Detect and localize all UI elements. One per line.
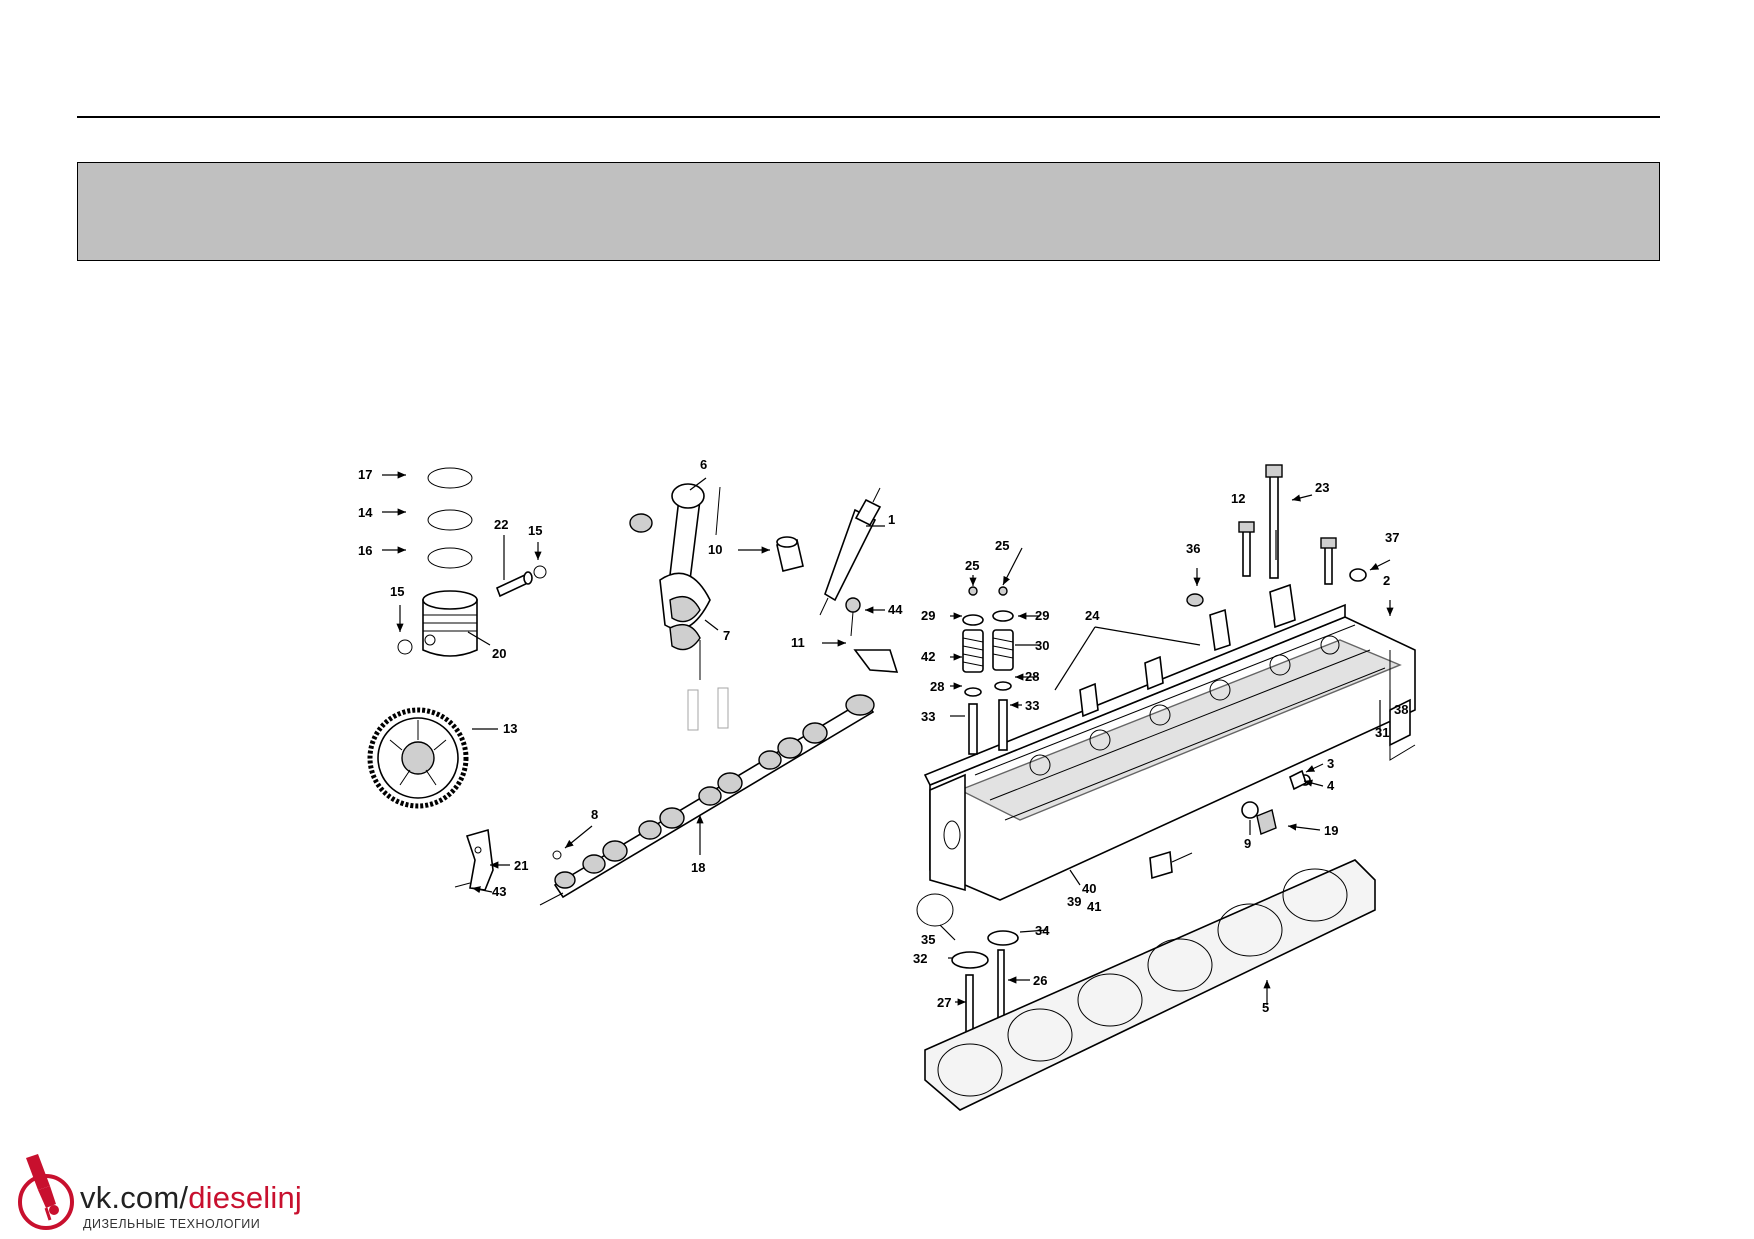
callout-25b: 25	[995, 538, 1009, 553]
callout-21: 21	[514, 858, 528, 873]
callout-31: 31	[1375, 725, 1389, 740]
head-gasket	[924, 859, 1376, 1111]
injector-nozzle	[819, 487, 882, 616]
woodruff-key	[552, 850, 562, 860]
callout-35: 35	[921, 932, 935, 947]
valve-springs	[962, 586, 1014, 755]
callout-25a: 25	[965, 558, 979, 573]
expansion-plug	[1349, 568, 1367, 582]
callout-8: 8	[591, 807, 598, 822]
callout-33b: 33	[1025, 698, 1039, 713]
callout-1: 1	[888, 512, 895, 527]
callout-28a: 28	[930, 679, 944, 694]
injector-logo-icon	[18, 1154, 74, 1230]
site-tagline: ДИЗЕЛЬНЫЕ ТЕХНОЛОГИИ	[83, 1217, 261, 1231]
callout-7: 7	[723, 628, 730, 643]
callout-24: 24	[1085, 608, 1100, 623]
callout-13: 13	[503, 721, 517, 736]
callout-4: 4	[1327, 778, 1335, 793]
callout-42: 42	[921, 649, 935, 664]
sensor-fitting	[1149, 850, 1193, 880]
piston	[422, 590, 478, 657]
banjo-fitting	[1256, 809, 1277, 835]
thrust-plate-bolt	[454, 882, 471, 888]
plug-bolt	[1289, 769, 1307, 791]
callout-37: 37	[1385, 530, 1399, 545]
callout-29a: 29	[921, 608, 935, 623]
callout-36: 36	[1186, 541, 1200, 556]
callout-17: 17	[358, 467, 372, 482]
piston-pin	[495, 571, 533, 598]
callout-10: 10	[708, 542, 722, 557]
callout-44: 44	[888, 602, 903, 617]
callout-23: 23	[1315, 480, 1329, 495]
thrust-plate	[465, 828, 494, 891]
callout-19: 19	[1324, 823, 1338, 838]
callout-9: 9	[1244, 836, 1251, 851]
callout-6: 6	[700, 457, 707, 472]
callout-5: 5	[1262, 1000, 1269, 1015]
callout-26: 26	[1033, 973, 1047, 988]
oil-seal	[1186, 593, 1204, 607]
callout-27: 27	[937, 995, 951, 1010]
callout-15a: 15	[528, 523, 542, 538]
site-url[interactable]: vk.com/dieselinj	[80, 1180, 302, 1216]
callout-18: 18	[691, 860, 705, 875]
snap-ring-left	[397, 639, 413, 655]
callout-33a: 33	[921, 709, 935, 724]
camshaft-gear	[367, 707, 469, 809]
callout-41: 41	[1087, 899, 1101, 914]
head-bolts	[1238, 464, 1337, 585]
callout-22: 22	[494, 517, 508, 532]
tappet-guides-faded	[687, 687, 729, 731]
leader-lines	[382, 471, 1394, 1006]
callout-11: 11	[791, 635, 805, 650]
piston-rings	[427, 467, 473, 569]
callout-2: 2	[1383, 573, 1390, 588]
callout-15b: 15	[390, 584, 404, 599]
injector-clamp-bolt	[845, 597, 861, 637]
callout-39: 39	[1067, 894, 1081, 909]
rocker-pedestals	[1079, 583, 1296, 718]
callout-12: 12	[1231, 491, 1245, 506]
callout-30: 30	[1035, 638, 1049, 653]
callout-3: 3	[1327, 756, 1334, 771]
callout-labels: 1 2 3 4 5 6 7 8 9 10 11 12 13 14 15 15 1…	[358, 457, 1408, 1015]
sealing-ring	[1241, 801, 1259, 819]
callout-16: 16	[358, 543, 372, 558]
header-rule	[77, 116, 1660, 118]
callout-34: 34	[1035, 923, 1050, 938]
callout-32: 32	[913, 951, 927, 966]
cylinder-head	[923, 603, 1416, 901]
callout-38: 38	[1394, 702, 1408, 717]
camshaft	[539, 694, 875, 906]
callout-28b: 28	[1025, 669, 1039, 684]
title-banner	[77, 162, 1660, 261]
callout-20: 20	[492, 646, 506, 661]
callout-29b: 29	[1035, 608, 1049, 623]
callout-14: 14	[358, 505, 373, 520]
site-name: dieselinj	[188, 1180, 303, 1215]
callout-40: 40	[1082, 881, 1096, 896]
injector-sleeve	[776, 536, 804, 572]
connecting-rod	[629, 483, 721, 680]
injector-clamp	[853, 649, 899, 673]
snap-ring-right	[533, 565, 547, 579]
callout-43: 43	[492, 884, 506, 899]
site-prefix: vk.com/	[80, 1180, 189, 1215]
